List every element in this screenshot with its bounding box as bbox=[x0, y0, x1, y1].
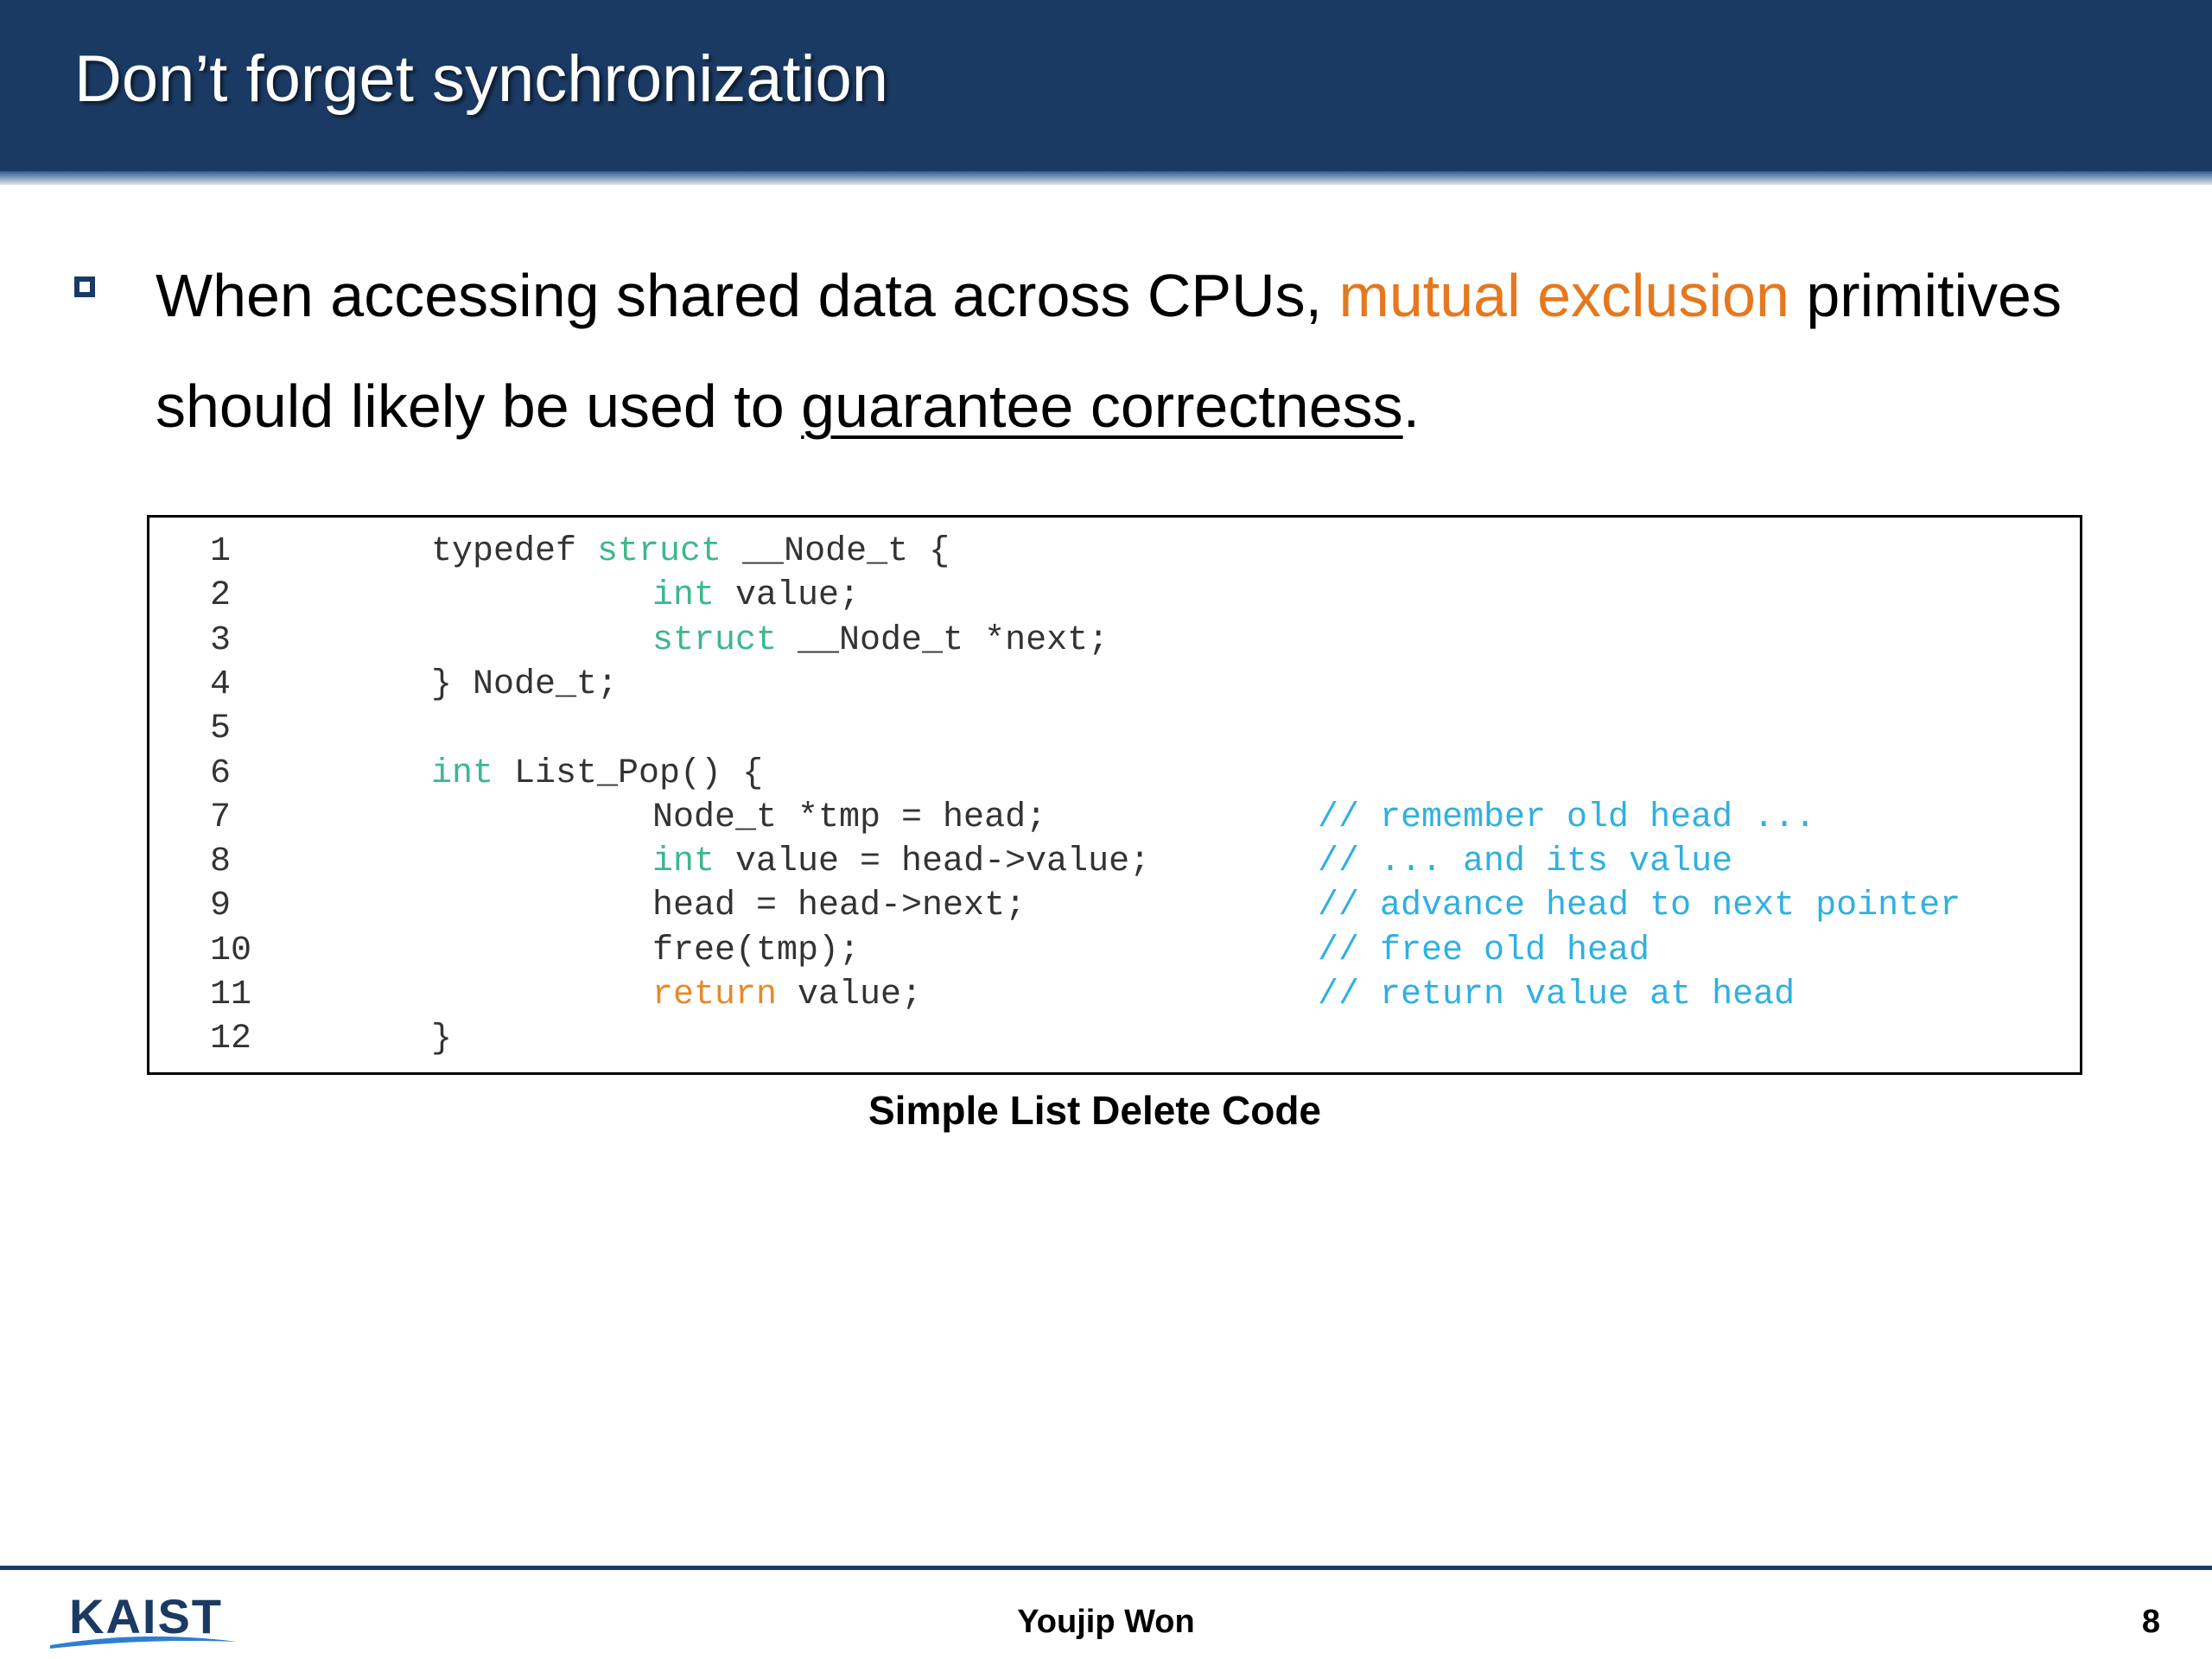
slide-title: Don’t forget synchronization bbox=[74, 42, 889, 116]
square-bullet-icon bbox=[74, 276, 95, 297]
line-number: 8 bbox=[210, 842, 232, 882]
code-line: 9 head = head->next; // advance head to ne… bbox=[149, 884, 2080, 928]
kaist-swoosh-icon bbox=[50, 1636, 237, 1649]
code-text: return value; bbox=[652, 976, 923, 1014]
line-number: 7 bbox=[210, 798, 232, 837]
line-number: 4 bbox=[210, 664, 232, 704]
code-line: 7 Node_t *tmp = head; // remember old head… bbox=[149, 796, 2080, 840]
title-bar-shadow bbox=[0, 171, 2212, 185]
code-comment: // ... and its value bbox=[1318, 842, 1733, 882]
code-line: 6 int List_Pop() { bbox=[149, 752, 2080, 796]
code-line: 12} bbox=[149, 1017, 2080, 1061]
code-line: 2 int value; bbox=[149, 574, 2080, 618]
line-number: 12 bbox=[210, 1020, 252, 1059]
bullet-underlined: guarantee correctness bbox=[801, 372, 1403, 440]
code-text: } Node_t; bbox=[431, 664, 619, 704]
code-text: typedef struct __Node_t { bbox=[431, 532, 950, 571]
code-keyword: int bbox=[431, 753, 494, 793]
bullet-text-part2: primitives should likely be used to bbox=[156, 262, 2062, 440]
code-keyword: struct bbox=[652, 620, 778, 660]
line-number: 5 bbox=[210, 709, 232, 749]
code-line: 11 return value; // return value at head bbox=[149, 973, 2080, 1017]
code-text: int value = head->value; bbox=[652, 842, 1151, 882]
line-number: 1 bbox=[210, 532, 232, 571]
line-number: 3 bbox=[210, 620, 232, 660]
line-number: 6 bbox=[210, 753, 232, 793]
bullet-text: When accessing shared data across CPUs, … bbox=[156, 240, 2126, 461]
bullet-text-part1: When accessing shared data across CPUs, bbox=[156, 262, 1339, 329]
code-line: 4 } Node_t; bbox=[149, 663, 2080, 707]
code-text: head = head->next; bbox=[652, 887, 1027, 926]
bullet-highlight: mutual exclusion bbox=[1338, 262, 1789, 329]
line-number: 9 bbox=[210, 887, 232, 926]
code-text: int List_Pop() { bbox=[431, 753, 764, 793]
code-keyword: return bbox=[652, 976, 778, 1014]
title-bar: Don’t forget synchronization bbox=[0, 0, 2212, 171]
kaist-logo-text: KAIST bbox=[69, 1589, 223, 1643]
code-text: free(tmp); bbox=[652, 931, 861, 970]
code-listing: 1 typedef struct __Node_t { 2 int value; 3 st… bbox=[147, 515, 2082, 1075]
code-comment: // return value at head bbox=[1318, 976, 1796, 1014]
kaist-logo: KAIST bbox=[48, 1588, 247, 1649]
line-number: 11 bbox=[210, 976, 252, 1014]
code-text: Node_t *tmp = head; bbox=[652, 798, 1047, 837]
code-comment: // remember old head ... bbox=[1318, 798, 1816, 837]
code-keyword: struct bbox=[597, 532, 722, 571]
code-line: 1 typedef struct __Node_t { bbox=[149, 530, 2080, 574]
code-text: int value; bbox=[652, 576, 861, 616]
code-comment: // advance head to next pointer bbox=[1318, 887, 1961, 926]
line-number: 2 bbox=[210, 576, 232, 616]
code-caption: Simple List Delete Code bbox=[868, 1088, 1321, 1133]
code-line: 10 free(tmp); // free old head bbox=[149, 929, 2080, 973]
footer-divider bbox=[0, 1566, 2212, 1570]
code-keyword: int bbox=[652, 576, 715, 616]
code-comment: // free old head bbox=[1318, 931, 1650, 970]
code-line: 3 struct __Node_t *next; bbox=[149, 619, 2080, 663]
footer-author: Youjip Won bbox=[1017, 1604, 1195, 1640]
bullet-end: . bbox=[1402, 372, 1421, 440]
page-number: 8 bbox=[2141, 1604, 2160, 1640]
code-line: 8 int value = head->value; // ... and its … bbox=[149, 840, 2080, 884]
code-line: 5 bbox=[149, 707, 2080, 751]
code-text: struct __Node_t *next; bbox=[652, 620, 1109, 660]
line-number: 10 bbox=[210, 931, 252, 970]
code-text: } bbox=[431, 1020, 453, 1059]
code-keyword: int bbox=[652, 842, 715, 882]
